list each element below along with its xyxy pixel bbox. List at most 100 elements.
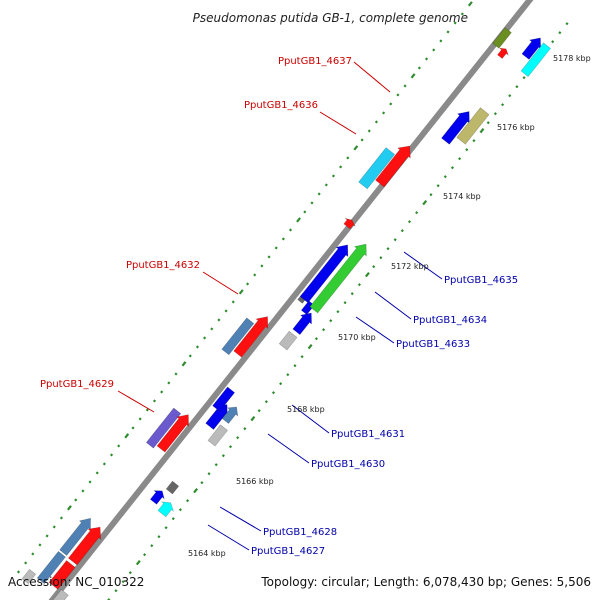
gene-feature[interactable] bbox=[221, 317, 255, 356]
gene-feature[interactable] bbox=[36, 551, 66, 585]
kbp-label-5176: 5176 kbp bbox=[497, 123, 535, 132]
gene-label-pputgb1-4632[interactable]: PputGB1_4632 bbox=[126, 260, 200, 271]
gene-label-pputgb1-4636[interactable]: PputGB1_4636 bbox=[244, 100, 318, 111]
lower-tick-dot bbox=[465, 148, 469, 152]
upper-tick-dot bbox=[81, 489, 85, 493]
upper-tick-dot bbox=[88, 480, 92, 484]
lower-tick-dot bbox=[271, 391, 276, 395]
kbp-label-5172: 5172 kbp bbox=[391, 262, 429, 271]
lower-tick-dot bbox=[150, 544, 154, 548]
lower-tick-dot bbox=[286, 373, 290, 377]
label-leader-lines bbox=[117, 61, 443, 551]
lower-tick-dot bbox=[314, 337, 318, 341]
gene-feature[interactable] bbox=[298, 240, 353, 304]
gene-feature[interactable] bbox=[156, 498, 176, 518]
gene-feature[interactable] bbox=[308, 239, 372, 314]
upper-tick-dot bbox=[145, 408, 149, 412]
gene-label-pputgb1-4634[interactable]: PputGB1_4634 bbox=[413, 315, 487, 326]
gene-feature[interactable] bbox=[358, 147, 396, 190]
lower-tick-dot bbox=[157, 535, 161, 539]
gene-feature[interactable] bbox=[148, 487, 167, 506]
upper-tick-dot bbox=[331, 174, 336, 178]
gene-feature[interactable] bbox=[212, 386, 236, 412]
lower-tick-dot bbox=[493, 112, 497, 116]
gene-feature[interactable] bbox=[440, 107, 475, 146]
kbp-label-5178: 5178 kbp bbox=[553, 54, 591, 63]
lower-tick-dot bbox=[436, 184, 440, 188]
leader-line bbox=[117, 390, 155, 413]
gene-label-pputgb1-4637[interactable]: PputGB1_4637 bbox=[278, 56, 352, 67]
gene-label-pputgb1-4629[interactable]: PputGB1_4629 bbox=[40, 379, 114, 390]
gene-label-pputgb1-4631[interactable]: PputGB1_4631 bbox=[331, 429, 405, 440]
gene-feature[interactable] bbox=[21, 568, 37, 585]
upper-tick-dot bbox=[467, 1, 473, 7]
lower-tick-dot bbox=[365, 271, 370, 278]
lower-tick-dot bbox=[329, 319, 333, 323]
upper-tick-dot bbox=[138, 417, 142, 421]
lower-tick-dot bbox=[422, 199, 428, 206]
gene-feature[interactable] bbox=[48, 560, 76, 590]
gene-feature[interactable] bbox=[492, 27, 512, 49]
gene-label-pputgb1-4635[interactable]: PputGB1_4635 bbox=[444, 275, 518, 286]
upper-tick-dot bbox=[16, 570, 21, 574]
genome-title: Pseudomonas putida GB-1, complete genome bbox=[193, 11, 468, 25]
lower-tick-dot bbox=[121, 580, 125, 584]
gene-feature[interactable] bbox=[278, 330, 298, 351]
upper-tick-dot bbox=[374, 120, 378, 124]
lower-tick-dot bbox=[143, 553, 147, 557]
lower-tick-dot bbox=[214, 463, 218, 467]
upper-tick-dot bbox=[188, 354, 192, 358]
gene-feature[interactable] bbox=[48, 589, 69, 600]
lower-tick-dot bbox=[400, 229, 404, 233]
upper-tick-dot bbox=[152, 399, 157, 403]
upper-tick-dot bbox=[446, 30, 450, 34]
gene-feature[interactable] bbox=[456, 107, 490, 145]
gene-feature[interactable] bbox=[291, 309, 317, 336]
lower-tick-dot bbox=[243, 427, 247, 431]
lower-tick-dot bbox=[551, 40, 555, 44]
lower-tick-dot bbox=[164, 526, 168, 530]
gene-label-pputgb1-4628[interactable]: PputGB1_4628 bbox=[263, 527, 337, 538]
lower-tick-dot bbox=[393, 238, 397, 242]
lower-tick-dot bbox=[429, 193, 433, 197]
leader-line bbox=[267, 433, 310, 464]
upper-tick-dot bbox=[260, 264, 264, 268]
gene-feature[interactable] bbox=[155, 410, 194, 454]
upper-tick-dot bbox=[274, 246, 278, 250]
lower-tick-dot bbox=[508, 94, 512, 98]
genome-backbone bbox=[48, 0, 534, 600]
gene-feature[interactable] bbox=[220, 403, 241, 425]
gene-feature[interactable] bbox=[66, 522, 106, 566]
gene-label-pputgb1-4627[interactable]: PputGB1_4627 bbox=[251, 546, 325, 557]
lower-tick-dot bbox=[228, 445, 233, 449]
leader-line bbox=[319, 111, 357, 135]
gene-feature[interactable] bbox=[145, 407, 182, 449]
lower-tick-dot bbox=[135, 559, 141, 566]
gene-feature[interactable] bbox=[374, 141, 416, 189]
upper-tick-dot bbox=[38, 543, 42, 547]
upper-tick-dot bbox=[131, 426, 135, 430]
gene-feature[interactable] bbox=[342, 216, 357, 230]
gene-feature[interactable] bbox=[232, 312, 274, 359]
upper-tick-dot bbox=[382, 111, 386, 115]
kbp-label-5174: 5174 kbp bbox=[443, 192, 481, 201]
upper-tick-dot bbox=[238, 289, 244, 295]
gene-feature[interactable] bbox=[165, 480, 180, 495]
upper-tick-dot bbox=[346, 156, 350, 160]
gene-feature[interactable] bbox=[207, 424, 228, 447]
gene-feature[interactable] bbox=[520, 42, 551, 78]
leader-line bbox=[353, 61, 391, 93]
lower-tick-dot bbox=[264, 400, 268, 404]
upper-tick-dot bbox=[396, 93, 400, 97]
gene-label-pputgb1-4630[interactable]: PputGB1_4630 bbox=[311, 459, 385, 470]
lower-tick-dot bbox=[171, 517, 175, 521]
lower-tick-dot bbox=[300, 355, 304, 359]
gene-feature[interactable] bbox=[520, 33, 546, 60]
lower-tick-dot bbox=[379, 256, 383, 260]
gene-labels-top: PputGB1_4637 PputGB1_4636 PputGB1_4632 P… bbox=[40, 56, 352, 390]
upper-tick-dot bbox=[181, 361, 187, 367]
gene-feature[interactable] bbox=[58, 514, 96, 557]
gene-feature[interactable] bbox=[496, 45, 511, 60]
gene-label-pputgb1-4633[interactable]: PputGB1_4633 bbox=[396, 339, 470, 350]
lower-tick-dot bbox=[443, 175, 447, 179]
